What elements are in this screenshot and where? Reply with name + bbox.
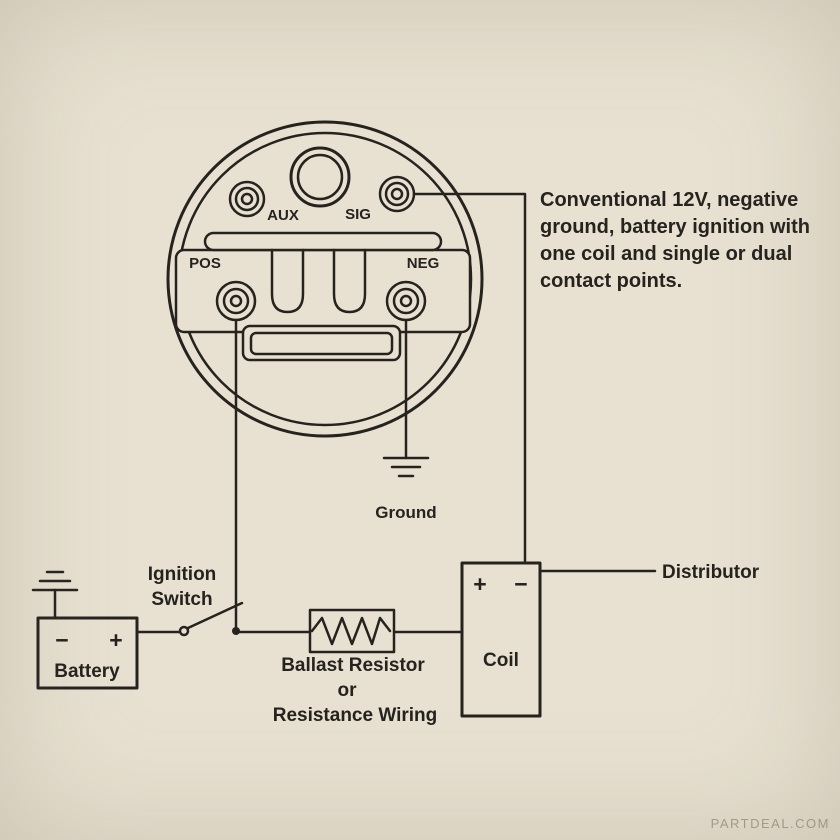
aux-terminal-label: AUX (267, 207, 299, 224)
note-line-1: Conventional 12V, negative (540, 189, 798, 211)
ground-symbol-battery (31, 570, 79, 592)
note-line-3: one coil and single or dual (540, 243, 792, 265)
mounting-bracket (174, 231, 472, 334)
sig-stud (390, 187, 404, 201)
note-line-4: contact points. (540, 270, 682, 292)
pos-stud (229, 294, 243, 308)
sig-nut (384, 181, 410, 207)
coil-plus-sign: + (473, 571, 486, 597)
tachometer-gauge-back: AUX SIG POS NEG (166, 120, 484, 438)
watermark: PARTDEAL.COM (711, 816, 830, 831)
sig-terminal-label: SIG (345, 206, 371, 223)
connector-outer (241, 324, 402, 362)
neg-terminal-label: NEG (407, 255, 440, 272)
battery-box (36, 616, 139, 690)
switch-pivot (178, 625, 190, 637)
ignition-label-line1: Ignition (148, 564, 217, 585)
pos-nut (222, 287, 250, 315)
coil-label: Coil (483, 650, 519, 671)
battery-minus-sign: − (55, 627, 68, 653)
illumination-socket (289, 146, 351, 208)
gauge-outer-ring (166, 120, 484, 438)
note-text: Conventional 12V, negative ground, batte… (540, 189, 810, 292)
switch-blade (186, 601, 244, 630)
connector-inner (249, 331, 394, 356)
resistor-zigzag (310, 616, 392, 646)
distributor-label: Distributor (662, 562, 760, 583)
ballast-label-line3: Resistance Wiring (273, 705, 438, 726)
ground-label: Ground (375, 503, 436, 522)
ballast-label-line1: Ballast Resistor (281, 655, 425, 676)
sig-wire (412, 192, 527, 565)
note-line-2: ground, battery ignition with (540, 216, 810, 238)
battery-plus-sign: + (109, 627, 122, 653)
coil-minus-sign: − (514, 571, 527, 597)
sig-terminal (378, 175, 416, 213)
bracket-slot (203, 231, 443, 252)
ignition-label-line2: Switch (151, 589, 212, 610)
ignition-coil: + − Coil (460, 561, 542, 718)
neg-terminal (385, 280, 427, 322)
battery: − + Battery (31, 570, 139, 690)
neg-nut (392, 287, 420, 315)
ground-symbol-gauge (382, 456, 430, 478)
ballast-resistor: Ballast Resistor or Resistance Wiring (273, 608, 438, 726)
socket-outer-ring (289, 146, 351, 208)
neg-washer (385, 280, 427, 322)
aux-nut (234, 186, 260, 212)
socket-inner-ring (296, 153, 344, 201)
neg-stud (399, 294, 413, 308)
pos-washer (215, 280, 257, 322)
connector-slot (241, 324, 402, 362)
aux-stud (240, 192, 254, 206)
battery-label: Battery (54, 661, 120, 682)
aux-terminal (228, 180, 266, 218)
pos-terminal-label: POS (189, 255, 221, 272)
bracket-hook-left (270, 248, 305, 314)
ballast-label-line2: or (338, 680, 358, 701)
bracket-hook-right (332, 248, 367, 314)
ignition-switch-label: Ignition Switch (148, 564, 217, 610)
pos-terminal (215, 280, 257, 322)
resistor-box (308, 608, 396, 654)
coil-box (460, 561, 542, 718)
wires (135, 192, 657, 637)
